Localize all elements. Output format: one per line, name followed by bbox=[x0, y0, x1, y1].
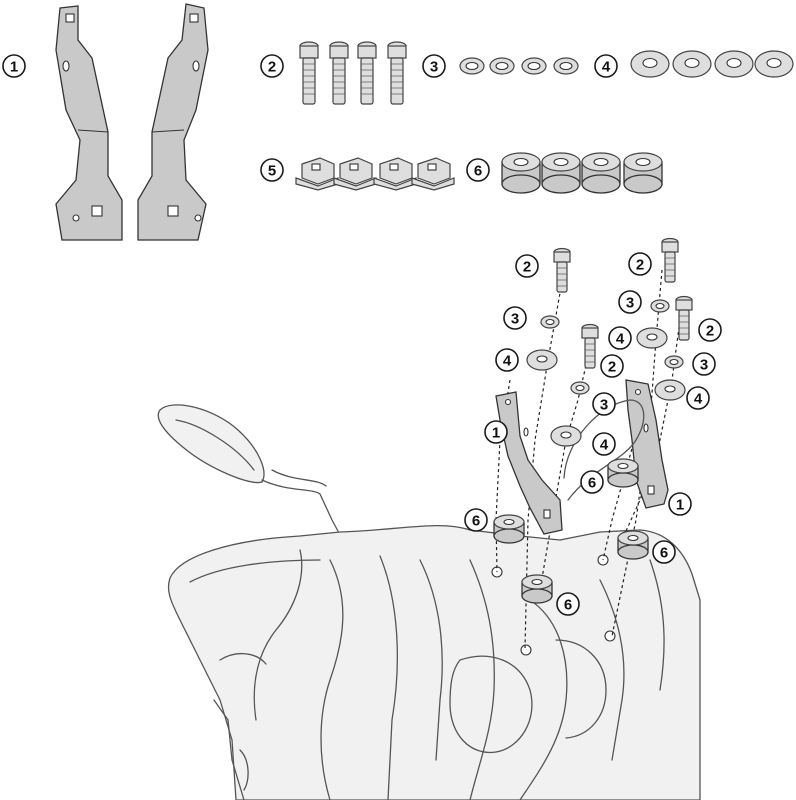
assembly-callout: 2 bbox=[515, 254, 539, 278]
exploded-hardware: 2 3 4 2 3 1 4 6 6 2 3 4 2 3 4 1 6 6 bbox=[464, 237, 722, 649]
assembly-callout: 6 bbox=[464, 508, 488, 532]
svg-text:6: 6 bbox=[660, 545, 668, 562]
svg-text:3: 3 bbox=[700, 357, 708, 374]
kit-callout-4: 4 bbox=[594, 54, 618, 78]
screw-icon bbox=[553, 237, 693, 369]
svg-text:2: 2 bbox=[268, 59, 276, 76]
spacer-icon bbox=[501, 152, 663, 194]
assembly-callout: 4 bbox=[592, 432, 616, 456]
svg-text:3: 3 bbox=[430, 59, 438, 76]
svg-text:6: 6 bbox=[472, 513, 480, 530]
assembly-callout: 3 bbox=[692, 352, 716, 376]
flat-washer-icon bbox=[630, 50, 794, 78]
svg-text:3: 3 bbox=[600, 397, 608, 414]
right-bracket bbox=[625, 379, 669, 509]
svg-text:1: 1 bbox=[676, 497, 684, 514]
kit-callout-6: 6 bbox=[466, 158, 490, 182]
screw-icon bbox=[299, 41, 407, 105]
assembly-callout: 4 bbox=[608, 326, 632, 350]
assembly-callout: 2 bbox=[600, 354, 624, 378]
svg-text:2: 2 bbox=[636, 257, 644, 274]
assembly-callout: 2 bbox=[698, 318, 722, 342]
bracket-pair-icon bbox=[55, 3, 209, 241]
svg-text:4: 4 bbox=[503, 353, 512, 370]
lock-washer-icon bbox=[459, 57, 579, 75]
svg-text:6: 6 bbox=[588, 475, 596, 492]
assembly-callout: 4 bbox=[495, 348, 519, 372]
svg-text:5: 5 bbox=[268, 163, 276, 180]
kit-callout-2: 2 bbox=[260, 54, 284, 78]
kit-callout-5: 5 bbox=[260, 158, 284, 182]
assembly-callout: 3 bbox=[618, 290, 642, 314]
left-bracket bbox=[495, 391, 563, 535]
svg-text:4: 4 bbox=[694, 391, 703, 408]
svg-text:1: 1 bbox=[492, 425, 500, 442]
spacer-icon bbox=[493, 458, 649, 604]
svg-text:4: 4 bbox=[600, 437, 609, 454]
assembly-callout: 4 bbox=[686, 386, 710, 410]
svg-text:3: 3 bbox=[626, 295, 634, 312]
assembly-callout: 6 bbox=[652, 540, 676, 564]
assembly-callout: 2 bbox=[628, 252, 652, 276]
assembly-callout: 3 bbox=[503, 306, 527, 330]
kit-parts-panel: 1 2 3 4 5 6 bbox=[2, 3, 794, 241]
svg-text:1: 1 bbox=[10, 59, 18, 76]
cage-nut-icon bbox=[295, 157, 455, 191]
kit-callout-3: 3 bbox=[422, 54, 446, 78]
svg-text:4: 4 bbox=[616, 331, 625, 348]
svg-text:4: 4 bbox=[602, 59, 611, 76]
svg-text:2: 2 bbox=[608, 359, 616, 376]
assembly-callout: 6 bbox=[580, 470, 604, 494]
flat-washer-icon bbox=[526, 327, 686, 447]
svg-text:3: 3 bbox=[511, 311, 519, 328]
svg-text:6: 6 bbox=[474, 163, 482, 180]
assembly-callout: 1 bbox=[484, 420, 508, 444]
kit-callout-1: 1 bbox=[2, 54, 26, 78]
svg-text:6: 6 bbox=[564, 597, 572, 614]
lock-washer-icon bbox=[540, 299, 684, 395]
assembly-callout: 1 bbox=[668, 492, 692, 516]
svg-text:2: 2 bbox=[706, 323, 714, 340]
assembly-callout: 3 bbox=[592, 392, 616, 416]
assembly-callout: 6 bbox=[556, 592, 580, 616]
svg-text:2: 2 bbox=[523, 259, 531, 276]
